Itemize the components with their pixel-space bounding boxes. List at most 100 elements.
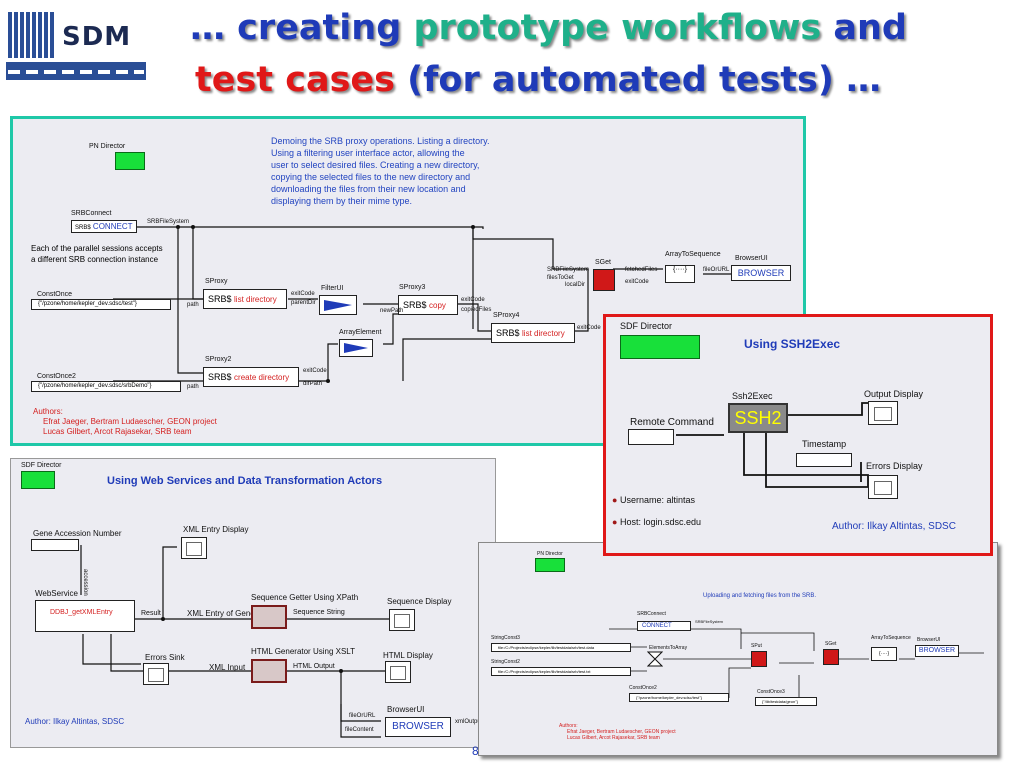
seq-display[interactable] — [389, 609, 415, 631]
bullet-icon: ● — [612, 517, 618, 527]
director-icon[interactable] — [535, 558, 565, 572]
browser-actor[interactable]: BROWSER — [731, 265, 791, 281]
constonce3-label: ConstOnce3 — [757, 689, 785, 695]
parallel-note: Each of the parallel sessions accepts a … — [31, 243, 163, 265]
constonce2-label: ConstOnce2 — [629, 685, 657, 691]
xml-entry-of-gene: XML Entry of Gene — [187, 609, 255, 618]
port-filestoget: filesToGet — [547, 275, 574, 281]
constonce-actor[interactable]: {"/pzone/home/kepler_dev.sdsc/test"} — [31, 299, 171, 310]
sproxy2-op: create directory — [234, 373, 290, 382]
constonce2-label: ConstOnce2 — [37, 373, 76, 380]
ssh-workflow-panel: SDF Director Using SSH2Exec Remote Comma… — [603, 314, 993, 556]
ws-title: Using Web Services and Data Transformati… — [107, 475, 383, 487]
ssh2exec-actor[interactable]: SSH2 — [728, 403, 788, 433]
page-number: 8 — [472, 744, 479, 758]
seq-getter-actor[interactable] — [251, 605, 287, 629]
slide-title-line1: … creating prototype workflows and — [190, 6, 907, 50]
description-line: user to select desired files. Creating a… — [271, 160, 480, 170]
browser-actor[interactable]: BROWSER — [385, 717, 451, 737]
port-fetchedfiles: fetchedFiles — [625, 267, 658, 273]
ssh2exec-label: Ssh2Exec — [732, 391, 773, 401]
author-line: Lucas Gilbert, Arcot Rajasekar, SRB team — [43, 427, 192, 436]
errors-sink[interactable] — [143, 663, 169, 685]
bullet-icon: ● — [612, 495, 618, 505]
director-icon[interactable] — [620, 335, 700, 359]
upload-workflow-panel: PN Director Uploading and fetching files… — [478, 542, 998, 756]
sdm-logo: SDM — [6, 8, 146, 80]
browser-actor[interactable]: BROWSER — [915, 645, 959, 657]
sput-actor[interactable] — [751, 651, 767, 667]
upload-title: Uploading and fetching files from the SR… — [703, 593, 817, 599]
authors-title: Authors: — [559, 723, 578, 729]
arraytosequence-actor[interactable]: {····} — [665, 265, 695, 283]
browserui-label: BrowserUI — [735, 255, 768, 262]
html-generator-actor[interactable] — [251, 659, 287, 683]
ssh-title: Using SSH2Exec — [744, 337, 841, 351]
sproxy3-actor[interactable]: SRB$ copy — [398, 295, 458, 315]
xml-entry-display-label: XML Entry Display — [183, 525, 249, 534]
sproxy-actor[interactable]: SRB$ list directory — [203, 289, 287, 309]
errors-display[interactable] — [868, 475, 898, 499]
srbfilesystem-port: SRBFileSystem — [147, 219, 190, 225]
title-part-1: … creating — [190, 8, 414, 48]
ssh-author: Author: Ilkay Altintas, SDSC — [832, 521, 956, 532]
port-dirpath: dirPath — [303, 381, 323, 387]
author-line: Lucas Gilbert, Arcot Rajasekar, SRB team — [567, 735, 660, 741]
timestamp-label: Timestamp — [802, 439, 847, 449]
output-display[interactable] — [868, 401, 898, 425]
connect-text: CONNECT — [92, 222, 133, 231]
webservice-actor[interactable]: DDBJ_getXMLEntry — [35, 600, 135, 632]
elementstoarray-label: ElementsToArray — [649, 645, 688, 651]
sproxy2-actor[interactable]: SRB$ create directory — [203, 367, 299, 387]
srbconnect-actor[interactable]: SRB$ CONNECT — [71, 220, 137, 233]
sget-actor[interactable] — [593, 269, 615, 291]
filterui-actor[interactable] — [319, 295, 357, 315]
sproxy3-label: SProxy3 — [399, 284, 426, 291]
constonce2-actor[interactable]: {"/pzone/home/kepler_dev.sdsc/test"} — [629, 693, 729, 702]
constonce2-actor[interactable]: {"/pzone/home/kepler_dev.sdsc/srbDemo"} — [31, 381, 181, 392]
arraytosequence-label: ArrayToSequence — [871, 635, 911, 641]
sget-actor[interactable] — [823, 649, 839, 665]
username-text: Username: altintas — [619, 495, 695, 505]
gene-accession-input[interactable] — [31, 539, 79, 551]
result-port: Result — [141, 610, 161, 617]
seq-display-label: Sequence Display — [387, 597, 452, 606]
stringconst3-label: StringConst3 — [491, 635, 520, 641]
description-line: displaying them by their mime type. — [271, 196, 413, 206]
sproxy-label: SProxy — [205, 278, 228, 285]
arraytosequence-actor[interactable]: {····} — [871, 647, 897, 661]
remote-command-input[interactable] — [628, 429, 674, 445]
ws-author: Author: Ilkay Altintas, SDSC — [25, 717, 125, 726]
port-fileorurl: fileOrURL — [703, 267, 730, 273]
html-display[interactable] — [385, 661, 411, 683]
port-exitcode: exitCode — [291, 291, 315, 297]
description-line: Using a filtering user interface actor, … — [271, 148, 465, 158]
sget-label: SGet — [595, 259, 611, 266]
seq-string-port: Sequence String — [293, 609, 345, 616]
description-line: Demoing the SRB proxy operations. Listin… — [271, 136, 490, 146]
sproxy3-op: copy — [429, 301, 446, 310]
stringconst2-actor[interactable]: file:/C:/Projects/eclipse/kepler/lib/tes… — [491, 667, 631, 676]
title-part-3: and — [821, 8, 907, 48]
srbfilesystem-port: SRBFileSystem — [695, 619, 724, 624]
note-line: Each of the parallel sessions accepts — [31, 244, 163, 253]
arrayelement-actor[interactable] — [339, 339, 373, 357]
director-icon[interactable] — [115, 152, 145, 170]
xml-entry-display[interactable] — [181, 537, 207, 559]
port-copiedfiles: copiedFiles — [461, 307, 492, 313]
port-path: path — [187, 384, 199, 390]
sproxy4-op: list directory — [522, 329, 565, 338]
srb-prefix: SRB$ — [208, 372, 232, 382]
sproxy4-actor[interactable]: SRB$ list directory — [491, 323, 575, 343]
elementstoarray-actor[interactable] — [646, 651, 664, 667]
timestamp-actor[interactable] — [796, 453, 852, 467]
slide-title-line2: test cases (for automated tests) … — [195, 58, 881, 102]
webservice-label: WebService — [35, 589, 78, 598]
constonce3-actor[interactable]: {"/lib/testdata/geon"} — [755, 697, 817, 706]
stringconst3-actor[interactable]: file:/C:/Projects/eclipse/kepler/lib/tes… — [491, 643, 631, 652]
port-path: path — [187, 302, 199, 308]
webservice-workflow-panel: SDF Director Using Web Services and Data… — [10, 458, 496, 748]
port-exitcode: exitCode — [461, 297, 485, 303]
director-icon[interactable] — [21, 471, 55, 489]
srbconnect-actor[interactable]: CONNECT — [637, 621, 691, 631]
